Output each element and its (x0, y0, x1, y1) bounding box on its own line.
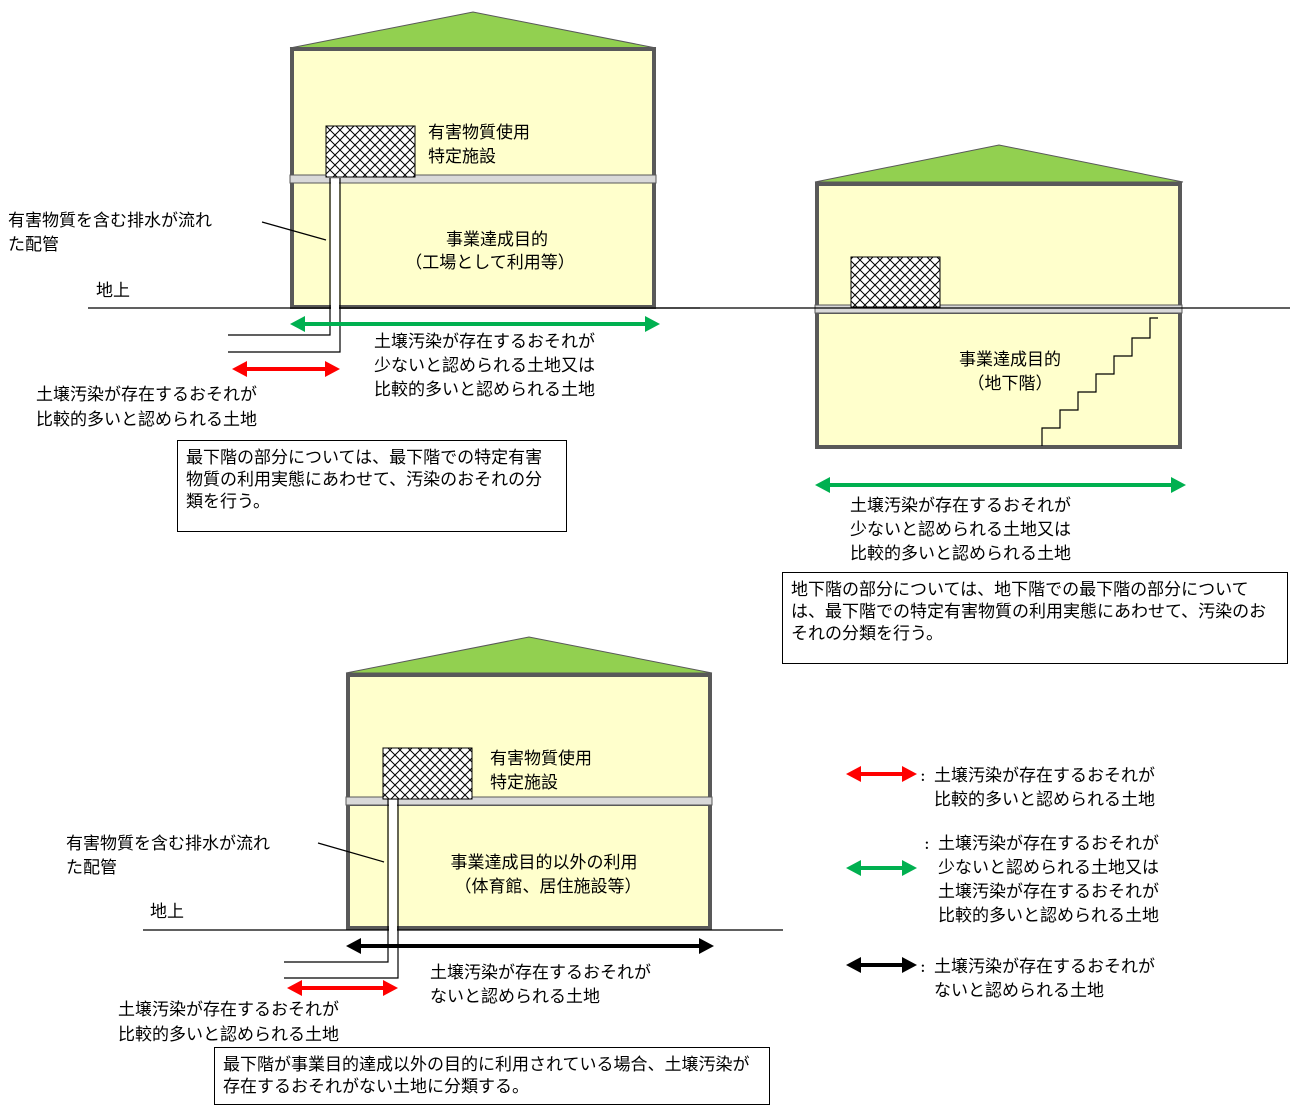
figure1: 有害物質使用 特定施設 事業達成目的 （工場として利用等） 地上 有害物質を含む… (8, 11, 700, 430)
legend-green-arrow (846, 860, 917, 876)
green-label-1b: 少ないと認められる土地又は (374, 356, 595, 376)
pipe-pointer-1 (261, 221, 327, 241)
pipe-pointer-3 (317, 842, 385, 863)
building3-slab (345, 796, 713, 806)
legend-black-arrow (846, 957, 917, 973)
drain-pipe-1 (228, 178, 341, 353)
legend-green-label-a: 土壌汚染が存在するおそれが (938, 834, 1159, 854)
red-label-3a: 土壌汚染が存在するおそれが (118, 1000, 339, 1020)
facility-hatch-1 (325, 125, 416, 178)
facility-label-1b: 特定施設 (428, 147, 496, 167)
legend: : 土壌汚染が存在するおそれが 比較的多いと認められる土地 : 土壌汚染が存在す… (846, 766, 1159, 1001)
basement-stairs (1041, 317, 1158, 446)
green-arrow-1 (290, 316, 660, 332)
black-label-3b: ないと認められる土地 (430, 987, 600, 1007)
facility-hatch-2 (850, 256, 941, 308)
note-box-3: 最下階が事業目的達成以外の目的に利用されている場合、土壌汚染が存在するおそれがな… (214, 1047, 770, 1105)
building2-roof (814, 144, 1184, 183)
floor-label-1b: （工場として利用等） (405, 253, 575, 273)
facility-label-3a: 有害物質使用 (490, 748, 592, 769)
red-arrow-1 (232, 361, 340, 377)
legend-red-label-b: 比較的多いと認められる土地 (934, 790, 1155, 810)
legend-black-label-a: 土壌汚染が存在するおそれが (934, 957, 1155, 977)
drain-pipe-3-fill (389, 800, 397, 977)
note-box-2: 地下階の部分については、地下階での最下階の部分については、最下階での特定有害物質… (782, 572, 1288, 664)
green-label-1a: 土壌汚染が存在するおそれが (374, 332, 595, 352)
building1-slab (289, 174, 657, 184)
pipe-label-1a: 有害物質を含む排水が流れ (8, 211, 212, 231)
drain-pipe-1-fill (331, 179, 339, 351)
red-label-1b: 比較的多いと認められる土地 (36, 410, 257, 430)
floor-label-3b: （体育館、居住施設等） (455, 877, 642, 897)
legend-black-label-b: ないと認められる土地 (934, 981, 1104, 1001)
legend-green-label-b: 少ないと認められる土地又は (938, 858, 1159, 878)
building3-roof (345, 636, 713, 674)
ground-label-3: 地上 (150, 902, 184, 922)
facility-label-1a: 有害物質使用 (428, 122, 530, 143)
legend-green-label-c: 土壌汚染が存在するおそれが (938, 882, 1159, 902)
legend-red-colon: : (920, 766, 926, 786)
drain-pipe-3 (284, 799, 399, 979)
green-arrow-2 (815, 477, 1186, 493)
legend-black-colon: : (920, 957, 926, 977)
black-label-3a: 土壌汚染が存在するおそれが (430, 963, 651, 983)
floor-label-2b: （地下階） (968, 374, 1053, 394)
floor-label-3a: 事業達成目的以外の利用 (451, 853, 638, 873)
red-label-3b: 比較的多いと認められる土地 (118, 1025, 339, 1045)
building2-slab (814, 304, 1183, 314)
red-label-1a: 土壌汚染が存在するおそれが (36, 385, 257, 405)
pipe-label-3a: 有害物質を含む排水が流れ (66, 834, 270, 854)
legend-red-label-a: 土壌汚染が存在するおそれが (934, 766, 1155, 786)
pipe-label-3b: た配管 (66, 858, 117, 878)
note-box-1: 最下階の部分については、最下階での特定有害物質の利用実態にあわせて、汚染のおそれ… (177, 440, 567, 532)
floor-label-2a: 事業達成目的 (959, 350, 1061, 370)
legend-green-label-d: 比較的多いと認められる土地 (938, 906, 1159, 926)
green-label-1c: 比較的多いと認められる土地 (374, 380, 595, 400)
red-arrow-3 (287, 980, 398, 996)
ground-label-1: 地上 (96, 281, 130, 301)
legend-red-arrow (846, 766, 917, 782)
building1-roof (289, 11, 657, 49)
black-arrow-3 (346, 938, 714, 954)
legend-green-colon: : (924, 834, 930, 854)
facility-label-3b: 特定施設 (490, 773, 558, 793)
green-label-2b: 少ないと認められる土地又は (850, 520, 1071, 540)
pipe-label-1b: た配管 (8, 235, 59, 255)
green-label-2a: 土壌汚染が存在するおそれが (850, 496, 1071, 516)
figure2: 事業達成目的 （地下階） 土壌汚染が存在するおそれが 少ないと認められる土地又は… (656, 144, 1290, 564)
floor-label-1a: 事業達成目的 (446, 230, 548, 250)
facility-hatch-3 (382, 747, 473, 800)
green-label-2c: 比較的多いと認められる土地 (850, 544, 1071, 564)
figure3: 有害物質使用 特定施設 事業達成目的以外の利用 （体育館、居住施設等） 地上 有… (66, 636, 783, 1045)
building3-lower-floor (346, 802, 712, 930)
building1-lower-floor (290, 178, 656, 309)
